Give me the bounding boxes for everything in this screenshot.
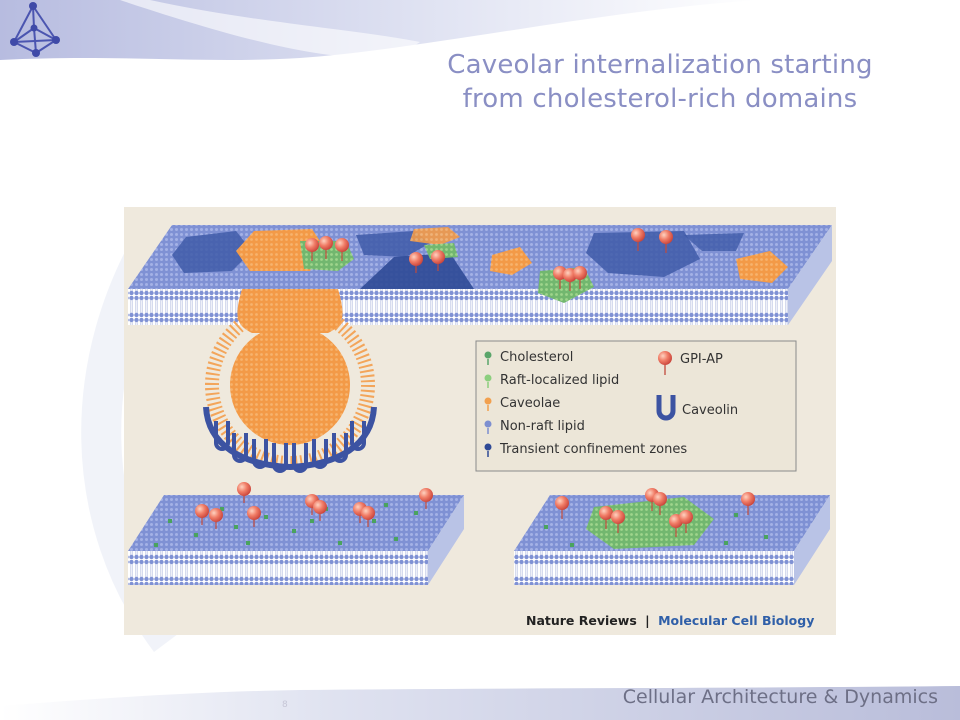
legend-label-cholesterol: Cholesterol xyxy=(500,350,573,365)
title-line-2: from cholesterol-rich domains xyxy=(462,84,858,114)
figure-credit: Nature Reviews | Molecular Cell Biology xyxy=(526,613,814,628)
legend-label-non-raft-lipid: Non-raft lipid xyxy=(500,419,585,434)
slide-title: Caveolar internalization starting from c… xyxy=(380,48,940,116)
legend-item-confinement-zones: Transient confinement zones xyxy=(484,442,687,457)
caveola-vesicle xyxy=(203,289,377,473)
credit-subject: Molecular Cell Biology xyxy=(658,613,814,628)
legend-label-confinement-zones: Transient confinement zones xyxy=(499,442,687,457)
legend-label-caveolae: Caveolae xyxy=(500,396,560,411)
legend-label-caveolin: Caveolin xyxy=(682,403,738,418)
page-number: 8 xyxy=(282,700,288,710)
title-line-1: Caveolar internalization starting xyxy=(447,50,873,80)
bottom-band xyxy=(0,686,960,720)
gpi-ap-proteins-top xyxy=(305,228,673,291)
legend-item-cholesterol: Cholesterol xyxy=(484,350,573,365)
legend-item-non-raft-lipid: Non-raft lipid xyxy=(484,419,585,434)
credit-journal: Nature Reviews xyxy=(526,613,637,628)
footer-text: Cellular Architecture & Dynamics xyxy=(622,686,938,708)
legend-item-caveolae: Caveolae xyxy=(484,396,560,411)
bottom-left-membrane xyxy=(128,482,464,585)
legend: Cholesterol Raft-localized lipid Caveola… xyxy=(475,340,797,472)
caveolae-figure: Cholesterol Raft-localized lipid Caveola… xyxy=(124,207,836,635)
legend-item-caveolin: Caveolin xyxy=(656,395,738,421)
credit-separator: | xyxy=(645,613,650,628)
legend-label-gpi-ap: GPI-AP xyxy=(680,352,723,367)
svg-text:Nature Reviews |: Nature Reviews | Molecular Cell Biology xyxy=(526,613,814,628)
top-membrane xyxy=(128,225,832,325)
legend-item-gpi-ap: GPI-AP xyxy=(658,351,723,375)
legend-label-raft-lipid: Raft-localized lipid xyxy=(500,373,619,388)
bottom-right-membrane xyxy=(514,488,830,585)
legend-item-raft-lipid: Raft-localized lipid xyxy=(484,373,619,388)
